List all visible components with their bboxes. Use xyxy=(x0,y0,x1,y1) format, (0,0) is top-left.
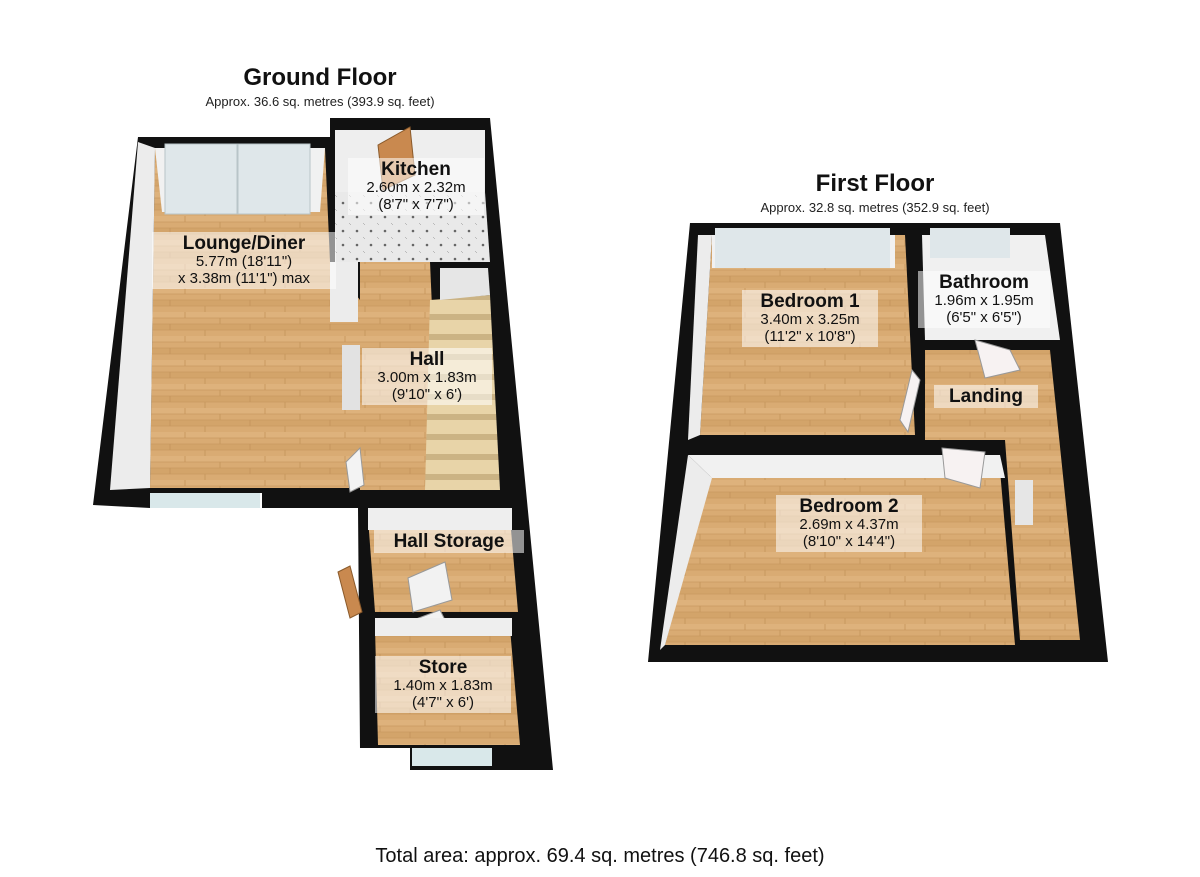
room-dimension: (6'5" x 6'5") xyxy=(946,309,1022,327)
room-dimension: 2.69m x 4.37m xyxy=(799,516,899,534)
first-floor-area: Approx. 32.8 sq. metres (352.9 sq. feet) xyxy=(760,200,990,215)
room-dimension: (9'10" x 6') xyxy=(391,386,463,404)
room-label-landing: Landing xyxy=(934,385,1038,409)
room-name: Landing xyxy=(949,386,1023,407)
room-name: Hall Storage xyxy=(393,531,505,552)
room-dimension: (4'7" x 6') xyxy=(412,694,474,712)
room-name: Lounge/Diner xyxy=(182,233,306,254)
room-name: Store xyxy=(418,657,468,678)
room-dimension: 3.40m x 3.25m xyxy=(760,311,860,329)
total-area: Total area: approx. 69.4 sq. metres (746… xyxy=(375,845,825,867)
room-label-bedroom-2: Bedroom 2 2.69m x 4.37m (8'10" x 14'4") xyxy=(776,495,922,552)
room-label-hall-storage: Hall Storage xyxy=(374,530,524,554)
room-dimension: 5.77m (18'11") xyxy=(195,253,293,271)
room-dimension: 1.40m x 1.83m xyxy=(393,677,493,695)
room-name: Bedroom 1 xyxy=(760,291,860,312)
room-dimension: x 3.38m (11'1") max xyxy=(177,270,311,288)
room-dimension: (8'7" x 7'7") xyxy=(378,196,454,214)
room-dimension: (8'10" x 14'4") xyxy=(802,533,896,551)
room-label-bathroom: Bathroom 1.96m x 1.95m (6'5" x 6'5") xyxy=(918,271,1050,328)
room-label-hall: Hall 3.00m x 1.83m (9'10" x 6') xyxy=(362,348,492,405)
room-name: Hall xyxy=(409,349,445,370)
bedroom-2-floor xyxy=(665,470,1015,645)
landing-floor xyxy=(925,350,1080,640)
room-dimension: 2.60m x 2.32m xyxy=(366,179,466,197)
room-dimension: 1.96m x 1.95m xyxy=(934,292,1034,310)
room-label-store: Store 1.40m x 1.83m (4'7" x 6') xyxy=(375,656,511,713)
room-label-kitchen: Kitchen 2.60m x 2.32m (8'7" x 7'7") xyxy=(348,158,484,215)
room-dimension: 3.00m x 1.83m xyxy=(377,369,477,387)
room-name: Bedroom 2 xyxy=(799,496,899,517)
room-label-lounge-diner: Lounge/Diner 5.77m (18'11") x 3.38m (11'… xyxy=(152,232,336,289)
room-label-bedroom-1: Bedroom 1 3.40m x 3.25m (11'2" x 10'8") xyxy=(742,290,878,347)
ground-floor-title: Ground Floor xyxy=(243,64,397,91)
first-floor-title: First Floor xyxy=(815,170,935,197)
room-name: Bathroom xyxy=(939,272,1029,293)
ground-floor-area: Approx. 36.6 sq. metres (393.9 sq. feet) xyxy=(205,94,435,109)
room-name: Kitchen xyxy=(381,159,451,180)
room-dimension: (11'2" x 10'8") xyxy=(764,328,856,346)
